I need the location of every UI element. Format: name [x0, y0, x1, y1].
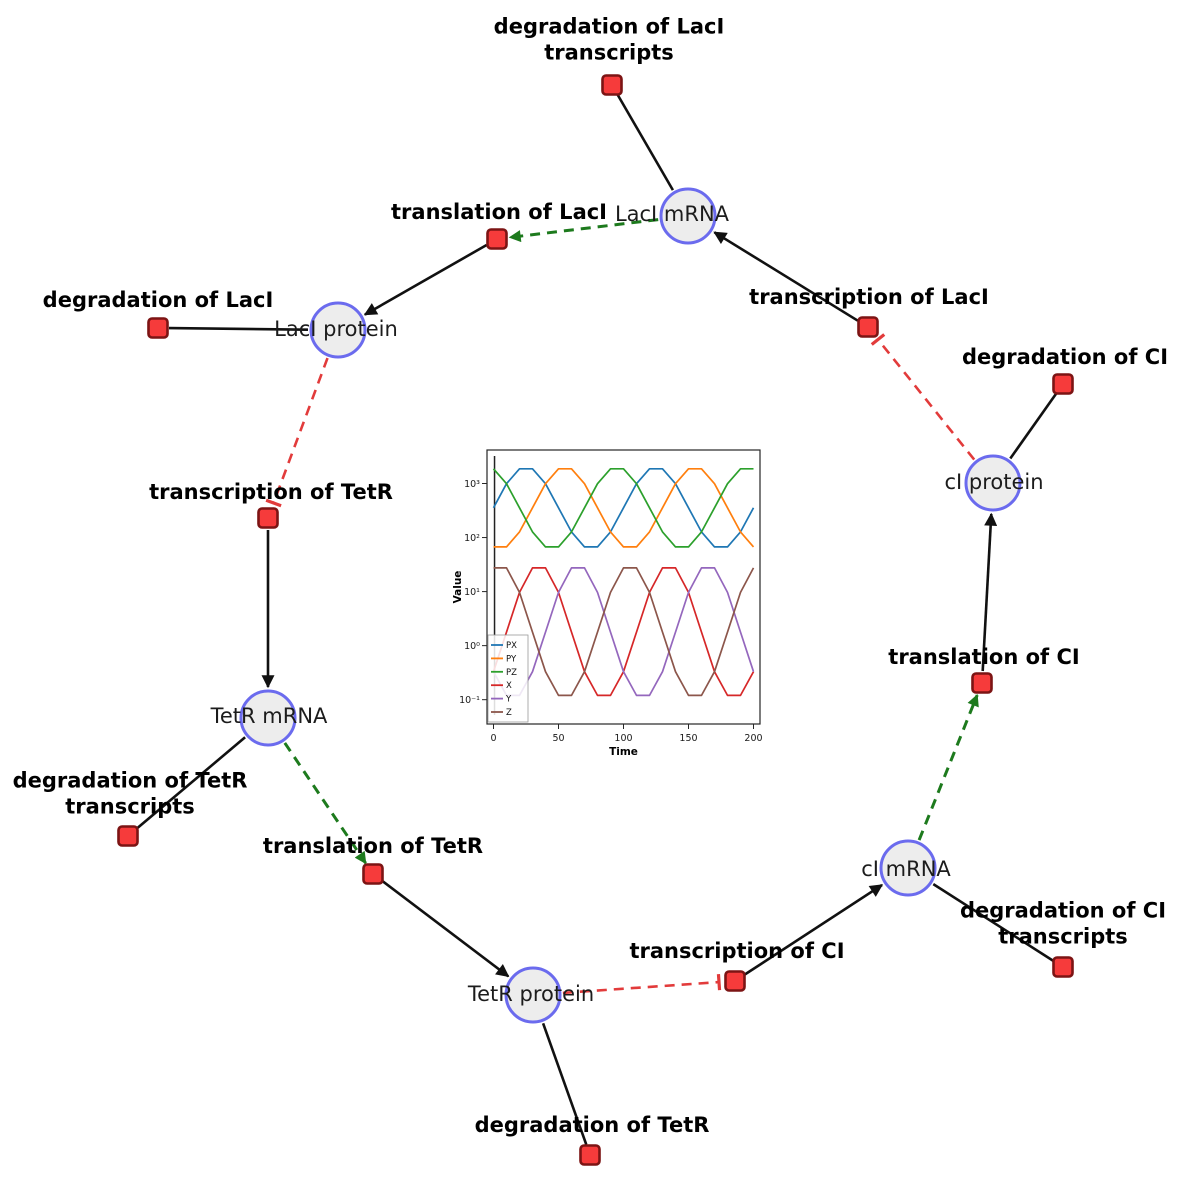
edge-product-transl_laci-to-laci_protein — [363, 243, 488, 316]
edge-modifier-laci_mrna-to-transl_laci — [508, 218, 659, 243]
legend-label-Y: Y — [505, 695, 512, 705]
edge-reactant-tetr_protein-to-deg_tetr — [541, 1022, 588, 1146]
legend-label-PZ: PZ — [506, 668, 517, 678]
edge-modifier-tetr_mrna-to-transl_tetr — [283, 742, 367, 865]
y-tick-label: 10³ — [464, 479, 480, 490]
series-line-PX — [492, 467, 755, 548]
reaction-node-deg_tetr_tx — [117, 825, 139, 847]
edge-inhibition-tetr_protein-to-transcr_ci — [562, 974, 722, 995]
species-node-laci_mrna — [659, 187, 717, 245]
reaction-node-deg_tetr — [579, 1144, 601, 1166]
edge-inhibition-laci_protein-to-transcr_tetr — [265, 357, 329, 508]
y-tick-label: 10² — [464, 533, 480, 544]
species-node-tetr_mrna — [239, 689, 297, 747]
edge-reactant-tetr_mrna-to-deg_tetr_tx — [135, 736, 246, 830]
edges-layer — [135, 93, 1058, 1146]
y-tick-label: 10⁰ — [464, 641, 480, 652]
reaction-node-transl_ci — [971, 672, 993, 694]
reaction-node-deg_laci_tx — [601, 74, 623, 96]
species-node-ci_protein — [964, 454, 1022, 512]
reaction-node-transcr_tetr — [257, 507, 279, 529]
edge-inhibition-ci_protein-to-transcr_laci — [870, 333, 976, 461]
reaction-node-deg_laci — [147, 317, 169, 339]
series-line-Z — [493, 567, 755, 697]
x-axis-label: Time — [609, 746, 638, 758]
legend-box — [487, 634, 529, 723]
x-tick-label: 150 — [679, 733, 697, 744]
reaction-node-transl_tetr — [362, 863, 384, 885]
series-line-PY — [493, 467, 755, 548]
edge-reactant-laci_protein-to-deg_laci — [168, 326, 309, 331]
x-tick-label: 100 — [614, 733, 632, 744]
edge-reactant-ci_mrna-to-deg_ci_tx — [932, 883, 1055, 963]
edge-product-transcr_ci-to-ci_mrna — [744, 883, 884, 976]
y-tick-label: 10⁻¹ — [459, 695, 480, 706]
edge-reactant-laci_mrna-to-deg_laci_tx — [616, 93, 675, 191]
species-node-ci_mrna — [879, 839, 937, 897]
x-tick-label: 200 — [744, 733, 762, 744]
species-node-tetr_protein — [504, 966, 562, 1024]
legend-label-X: X — [506, 681, 512, 691]
legend-label-PX: PX — [506, 641, 517, 651]
y-axis-label: Value — [452, 571, 464, 604]
x-tick-label: 0 — [490, 733, 496, 744]
nodes-layer — [117, 74, 1074, 1166]
reaction-node-deg_ci_tx — [1052, 956, 1074, 978]
reaction-node-transl_laci — [486, 228, 508, 250]
edge-reactant-ci_protein-to-deg_ci — [1009, 392, 1058, 460]
edge-product-transl_tetr-to-tetr_protein — [381, 880, 510, 978]
reaction-node-transcr_ci — [724, 970, 746, 992]
edge-product-transl_ci-to-ci_protein — [981, 512, 998, 672]
reaction-node-deg_ci — [1052, 373, 1074, 395]
edge-product-transcr_laci-to-laci_mrna — [713, 231, 859, 322]
edge-modifier-ci_mrna-to-transl_ci — [917, 693, 979, 841]
legend-label-Z: Z — [506, 708, 512, 718]
x-tick-label: 50 — [552, 733, 564, 744]
legend-label-PY: PY — [506, 654, 517, 664]
y-tick-label: 10¹ — [464, 587, 480, 598]
species-node-laci_protein — [309, 301, 367, 359]
series-line-PZ — [492, 467, 754, 548]
series-line-Y — [492, 567, 755, 697]
reaction-node-transcr_laci — [857, 316, 879, 338]
